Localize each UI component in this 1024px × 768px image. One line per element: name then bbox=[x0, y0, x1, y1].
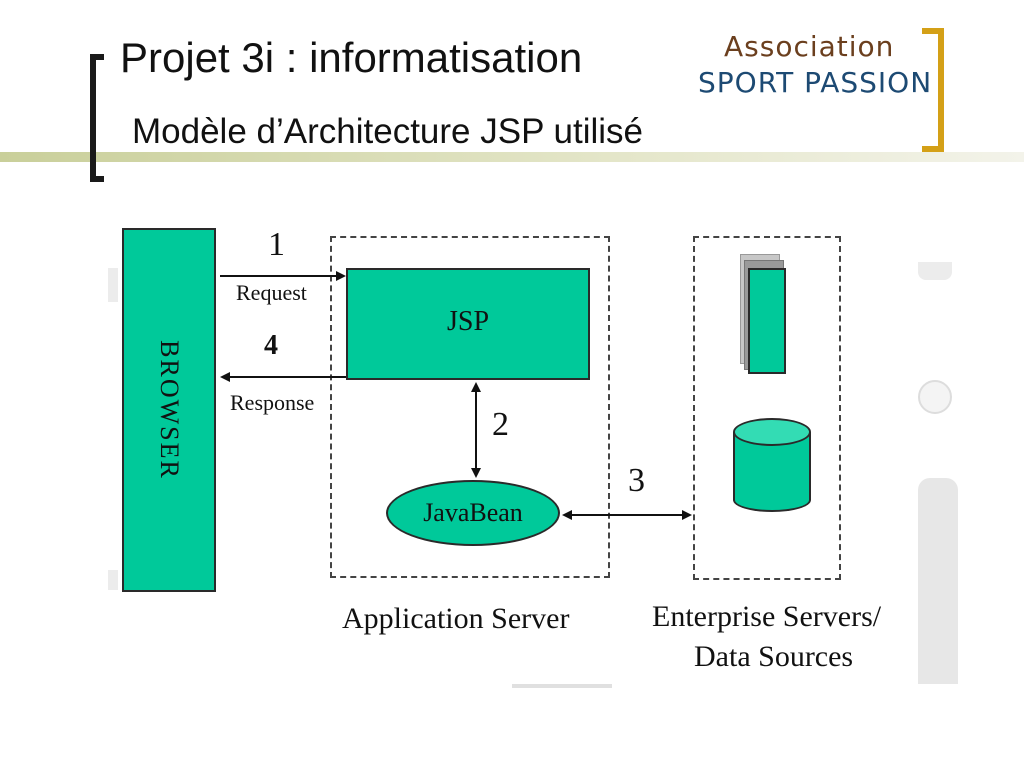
step-3-label: 3 bbox=[628, 462, 645, 499]
right-bracket-decoration bbox=[922, 28, 944, 152]
ghost-figure bbox=[918, 478, 958, 684]
slide-subtitle: Modèle d’Architecture JSP utilisé bbox=[132, 112, 643, 151]
ghost-circle bbox=[918, 380, 952, 414]
association-logo: Association SPORT PASSION bbox=[694, 30, 931, 106]
browser-node bbox=[122, 228, 216, 592]
jsp-node bbox=[346, 268, 590, 380]
response-label: Response bbox=[230, 390, 315, 415]
jsp-label: JSP bbox=[446, 306, 490, 337]
enterprise-servers-boundary bbox=[693, 236, 841, 580]
step-4-label: 4 bbox=[264, 330, 278, 361]
data-sources-label: Data Sources bbox=[694, 640, 854, 673]
application-server-label: Application Server bbox=[342, 602, 570, 635]
step-1-label: 1 bbox=[268, 226, 285, 263]
javabean-label: JavaBean bbox=[423, 498, 523, 527]
ghost-shape bbox=[108, 570, 118, 590]
step-2-label: 2 bbox=[492, 406, 509, 443]
left-bracket-decoration bbox=[90, 54, 104, 182]
enterprise-servers-label: Enterprise Servers/ bbox=[652, 600, 882, 633]
javabean-node bbox=[386, 480, 560, 546]
ghost-shape bbox=[108, 268, 118, 302]
logo-line-sport-passion: SPORT PASSION bbox=[698, 66, 933, 99]
request-label: Request bbox=[236, 280, 307, 305]
slide-title: Projet 3i : informatisation bbox=[120, 34, 583, 81]
application-server-boundary bbox=[330, 236, 610, 578]
enterprise-document-node bbox=[748, 268, 786, 374]
database-cylinder-top bbox=[733, 418, 811, 446]
header-divider-bar bbox=[0, 152, 1024, 162]
ghost-shape bbox=[918, 262, 952, 280]
ghost-line bbox=[512, 684, 612, 688]
logo-line-association: Association bbox=[724, 30, 895, 63]
